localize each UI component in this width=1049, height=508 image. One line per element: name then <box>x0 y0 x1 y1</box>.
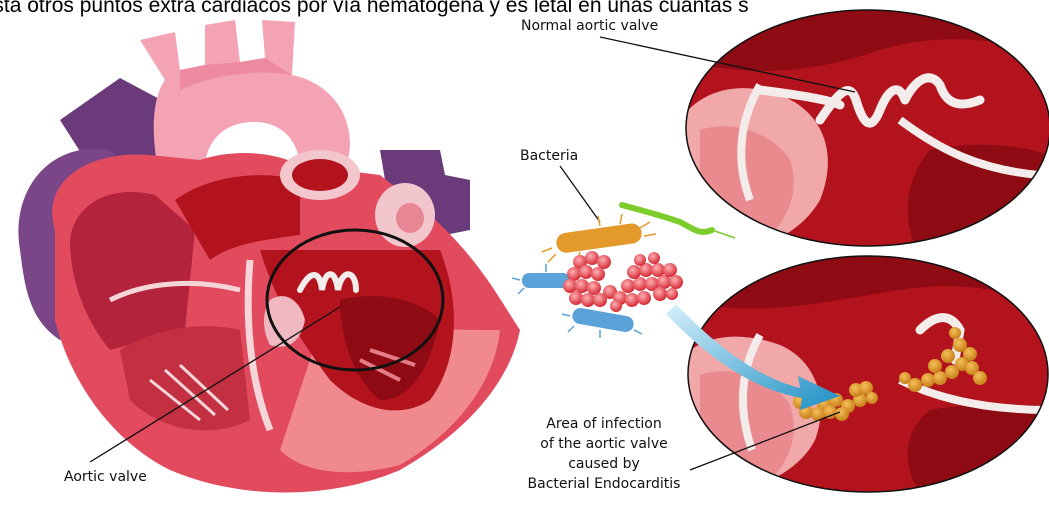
normal-aortic-valve-label: Normal aortic valve <box>521 18 658 34</box>
infected-valve-inset <box>680 250 1049 500</box>
normal-valve-inset <box>680 5 1049 255</box>
infection-label-line-2: of the aortic valve <box>540 436 667 452</box>
aortic-valve-label: Aortic valve <box>64 469 147 485</box>
infection-label-line-3: caused by <box>568 456 640 472</box>
blue-bacterium-1 <box>522 273 570 288</box>
bacteria-pointer <box>560 166 600 222</box>
red-cell-cluster <box>563 251 683 312</box>
infection-label-line-4: Bacterial Endocarditis <box>528 476 681 492</box>
orange-bacterium <box>555 222 643 254</box>
blue-bacterium-2 <box>571 307 635 334</box>
heart <box>18 20 520 493</box>
infection-label: Area of infection of the aortic valve ca… <box>528 416 681 492</box>
bacteria-label: Bacteria <box>520 148 578 164</box>
infection-label-line-1: Area of infection <box>546 416 661 432</box>
bacteria-cluster <box>512 205 735 338</box>
